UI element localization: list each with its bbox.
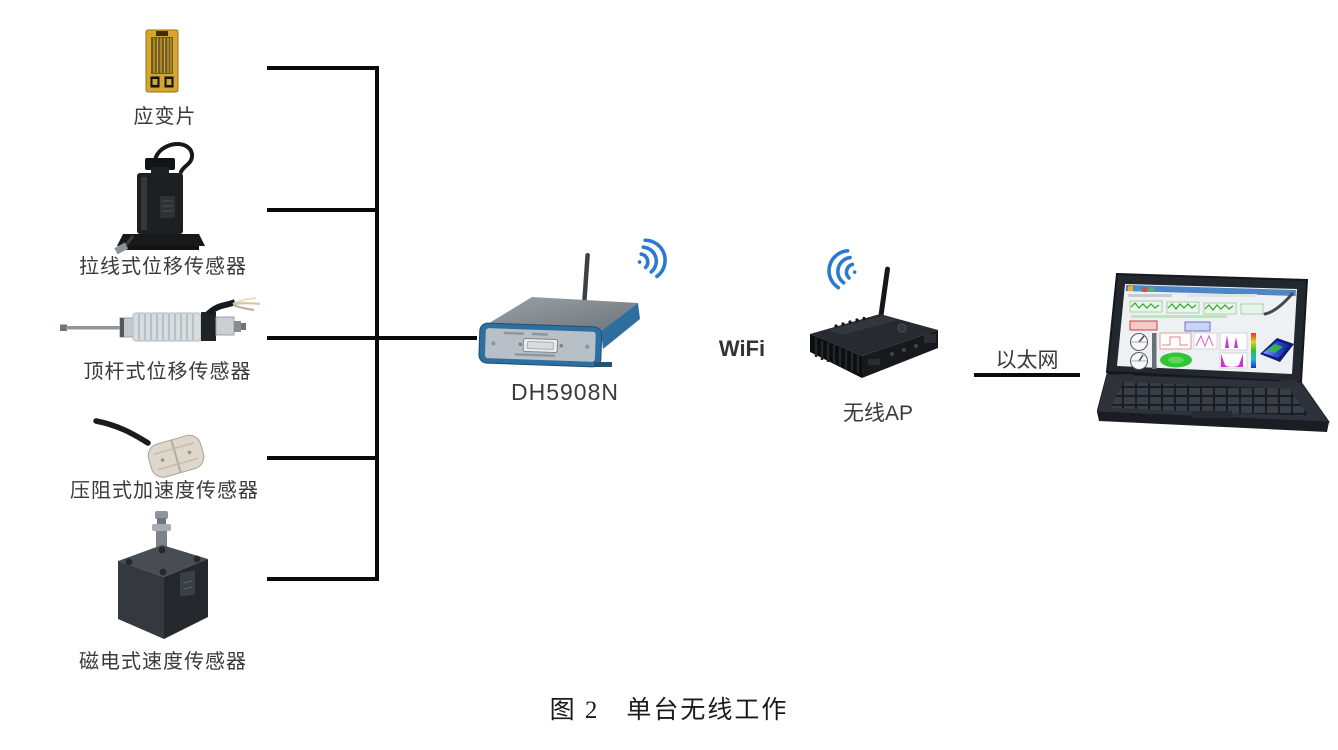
branch-line-accel — [267, 456, 379, 460]
strain-gauge-icon — [145, 29, 179, 93]
branch-line-rod-to-daq — [267, 336, 477, 340]
daq-wifi-waves-icon — [637, 238, 667, 279]
ethernet-line — [974, 373, 1080, 377]
wifi-link-label: WiFi — [718, 336, 766, 361]
strain-gauge-label: 应变片 — [133, 106, 197, 128]
velocity-sensor-icon — [118, 511, 208, 639]
pullwire-sensor-icon — [114, 141, 205, 254]
daq-device-label: DH5908N — [511, 379, 619, 405]
figure-caption: 图 2 单台无线工作 — [549, 697, 789, 724]
laptop-icon — [1097, 272, 1330, 432]
wireless-ap-icon — [810, 266, 938, 378]
sensor-bus-line — [375, 66, 379, 581]
ethernet-label: 以太网 — [995, 349, 1059, 372]
accelerometer-icon — [93, 418, 205, 478]
rod-sensor-label: 顶杆式位移传感器 — [83, 361, 252, 383]
rod-sensor-icon — [60, 296, 261, 342]
accelerometer-label: 压阻式加速度传感器 — [70, 480, 259, 502]
daq-device-icon — [478, 253, 640, 368]
branch-line-pullwire — [267, 208, 379, 212]
velocity-sensor-label: 磁电式速度传感器 — [79, 651, 247, 673]
branch-line-strain — [267, 66, 379, 70]
ap-wifi-waves-icon — [827, 249, 857, 290]
branch-line-velocity — [267, 577, 379, 581]
wireless-ap-label: 无线AP — [842, 402, 913, 425]
pullwire-sensor-label: 拉线式位移传感器 — [79, 256, 247, 278]
